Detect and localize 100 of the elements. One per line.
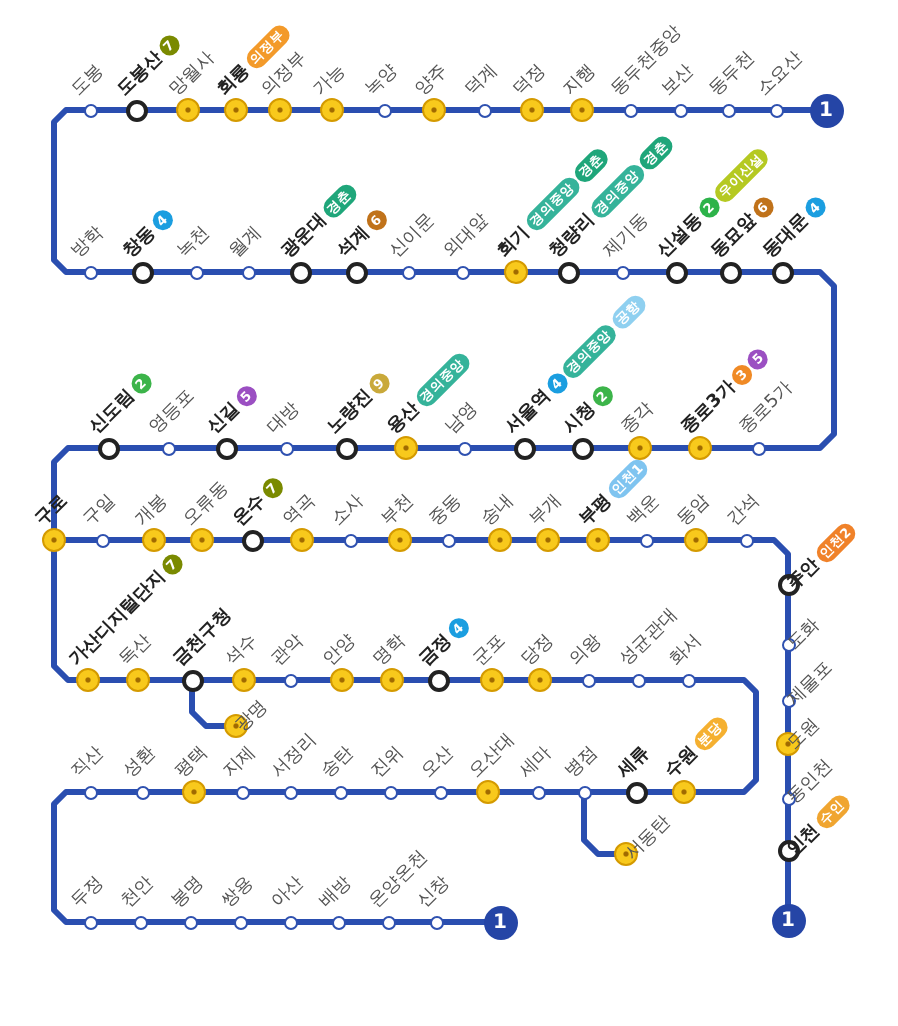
track-line — [576, 269, 618, 275]
track-line — [51, 789, 86, 925]
station-name: 지제 — [219, 742, 261, 784]
track-line — [94, 269, 134, 275]
track-line — [244, 919, 286, 925]
track-line — [260, 537, 293, 543]
track-line — [532, 445, 574, 451]
track-line — [194, 919, 236, 925]
track-line — [592, 677, 634, 683]
station-name: 부천 — [377, 490, 419, 532]
station-marker — [241, 529, 263, 551]
station-name: 덕계 — [461, 60, 503, 102]
station-dot — [189, 265, 203, 279]
track-line — [541, 107, 573, 113]
track-line — [211, 537, 244, 543]
station-dot — [769, 103, 783, 117]
station-name: 월계 — [225, 222, 267, 264]
track-line — [146, 789, 185, 795]
station-marker — [628, 436, 652, 460]
track-line — [732, 107, 772, 113]
station-marker — [380, 668, 404, 692]
track-line — [607, 537, 642, 543]
track-line — [591, 107, 626, 113]
station-marker — [427, 669, 449, 691]
station-dot — [161, 441, 175, 455]
track-line — [144, 919, 186, 925]
station-name: 종각 — [617, 398, 659, 440]
track-line — [542, 789, 580, 795]
station-name: 도화 — [783, 614, 825, 656]
station-dot — [183, 915, 197, 929]
station-dot — [283, 785, 297, 799]
station-name: 대방 — [263, 398, 305, 440]
station-dot — [283, 915, 297, 929]
station-marker — [536, 528, 560, 552]
station-marker — [586, 528, 610, 552]
track-line — [785, 858, 791, 906]
station-marker — [142, 528, 166, 552]
track-line — [415, 445, 460, 451]
track-line — [116, 445, 164, 451]
station-marker — [684, 528, 708, 552]
track-line — [245, 107, 271, 113]
track-line — [785, 704, 791, 735]
track-line — [440, 919, 486, 925]
station-marker — [476, 780, 500, 804]
station-dot — [457, 441, 471, 455]
track-line — [246, 789, 286, 795]
station-dot — [83, 915, 97, 929]
station-dot — [623, 103, 637, 117]
track-line — [394, 789, 436, 795]
station-marker — [335, 437, 357, 459]
station-name: 개봉 — [131, 490, 173, 532]
track-line — [443, 107, 480, 113]
station-name: 도원 — [783, 714, 825, 756]
track-line — [785, 648, 791, 696]
track-line — [634, 107, 676, 113]
track-line — [497, 789, 534, 795]
station-marker — [215, 437, 237, 459]
station-dot — [235, 785, 249, 799]
station-name: 세마 — [515, 742, 557, 784]
station-name: 명학 — [369, 630, 411, 672]
station-marker — [182, 780, 206, 804]
station-marker — [289, 261, 311, 283]
station-name: 두정 — [67, 872, 109, 914]
track-line — [644, 789, 675, 795]
station-marker — [504, 260, 528, 284]
track-line — [94, 789, 138, 795]
track-line — [650, 537, 687, 543]
station-marker — [488, 528, 512, 552]
station-marker — [513, 437, 535, 459]
station-dot — [383, 785, 397, 799]
track-line — [252, 269, 292, 275]
track-line — [51, 445, 100, 531]
station-dot — [433, 785, 447, 799]
station-name: 아산 — [267, 872, 309, 914]
station-dot — [639, 533, 653, 547]
track-line — [468, 445, 516, 451]
station-dot — [377, 103, 391, 117]
station-marker — [97, 437, 119, 459]
track-line — [401, 677, 430, 683]
station-name: 부개 — [525, 490, 567, 532]
track-line — [549, 677, 584, 683]
track-line — [785, 753, 791, 794]
station-marker — [688, 436, 712, 460]
station-dot — [279, 441, 293, 455]
station-dot — [615, 265, 629, 279]
track-line — [341, 107, 380, 113]
station-marker — [224, 98, 248, 122]
track-line — [172, 445, 218, 451]
station-marker — [557, 261, 579, 283]
track-line — [466, 269, 507, 275]
station-dot — [333, 785, 347, 799]
station-name: 지행 — [559, 60, 601, 102]
station-dot — [455, 265, 469, 279]
track-line — [785, 802, 791, 842]
track-line — [147, 677, 184, 683]
station-name: 쌍용 — [217, 872, 259, 914]
track-line — [785, 592, 791, 640]
station-marker — [345, 261, 367, 283]
track-line — [342, 919, 384, 925]
track-line — [234, 445, 282, 451]
